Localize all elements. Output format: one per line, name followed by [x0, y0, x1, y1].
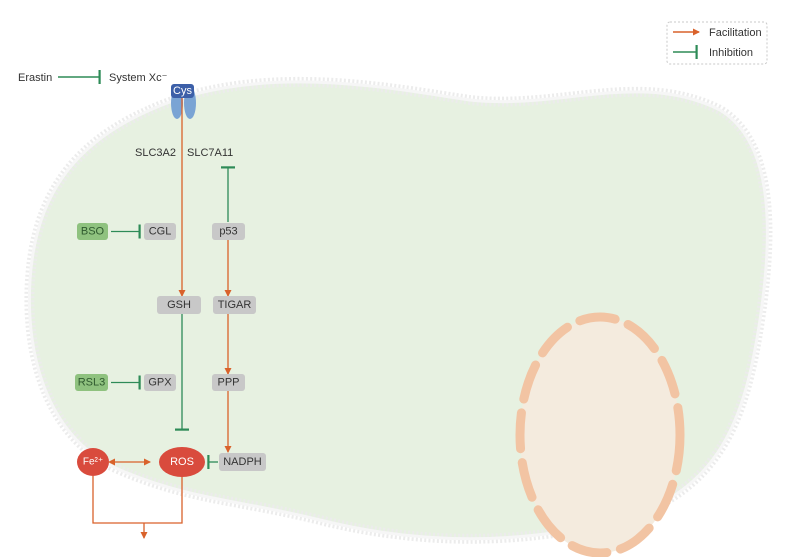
legend: Facilitation Inhibition [666, 21, 768, 65]
erastin-label: Erastin [18, 72, 52, 84]
ppp-label: PPP [217, 377, 239, 389]
bso-label: BSO [81, 226, 105, 238]
cgl-label: CGL [149, 226, 172, 238]
gsh-label: GSH [167, 299, 191, 311]
rsl3-label: RSL3 [78, 377, 106, 389]
cys-node [171, 84, 194, 98]
mitochondria [515, 312, 685, 557]
rsl3-node [75, 374, 108, 391]
cgl-node [144, 223, 176, 240]
cys-label: Cys [173, 85, 192, 97]
tigar-label: TIGAR [218, 299, 252, 311]
legend-facilitation-label: Facilitation [709, 27, 762, 39]
ppp-node [212, 374, 245, 391]
slc3a2-label: SLC3A2 [135, 147, 176, 159]
gpx-label: GPX [148, 377, 172, 389]
p53-node [212, 223, 245, 240]
ros-ferroptosis-label: ROS [170, 456, 194, 468]
nadph-label: NADPH [223, 456, 262, 468]
bso-node [77, 223, 108, 240]
gpx-node [144, 374, 176, 391]
system-xc-label: System Xc⁻ [109, 72, 168, 84]
legend-inhibition-label: Inhibition [709, 47, 753, 59]
fe2-node [77, 448, 109, 476]
p53-label: p53 [219, 226, 237, 238]
ros-ferroptosis-node [159, 447, 205, 477]
slc7a11-label: SLC7A11 [187, 147, 233, 159]
fe2-label: Fe²⁺ [83, 457, 103, 468]
tigar-node [213, 296, 256, 314]
gsh-node [157, 296, 201, 314]
fe-ros-merge [92, 476, 183, 524]
nadph-node [219, 453, 266, 471]
